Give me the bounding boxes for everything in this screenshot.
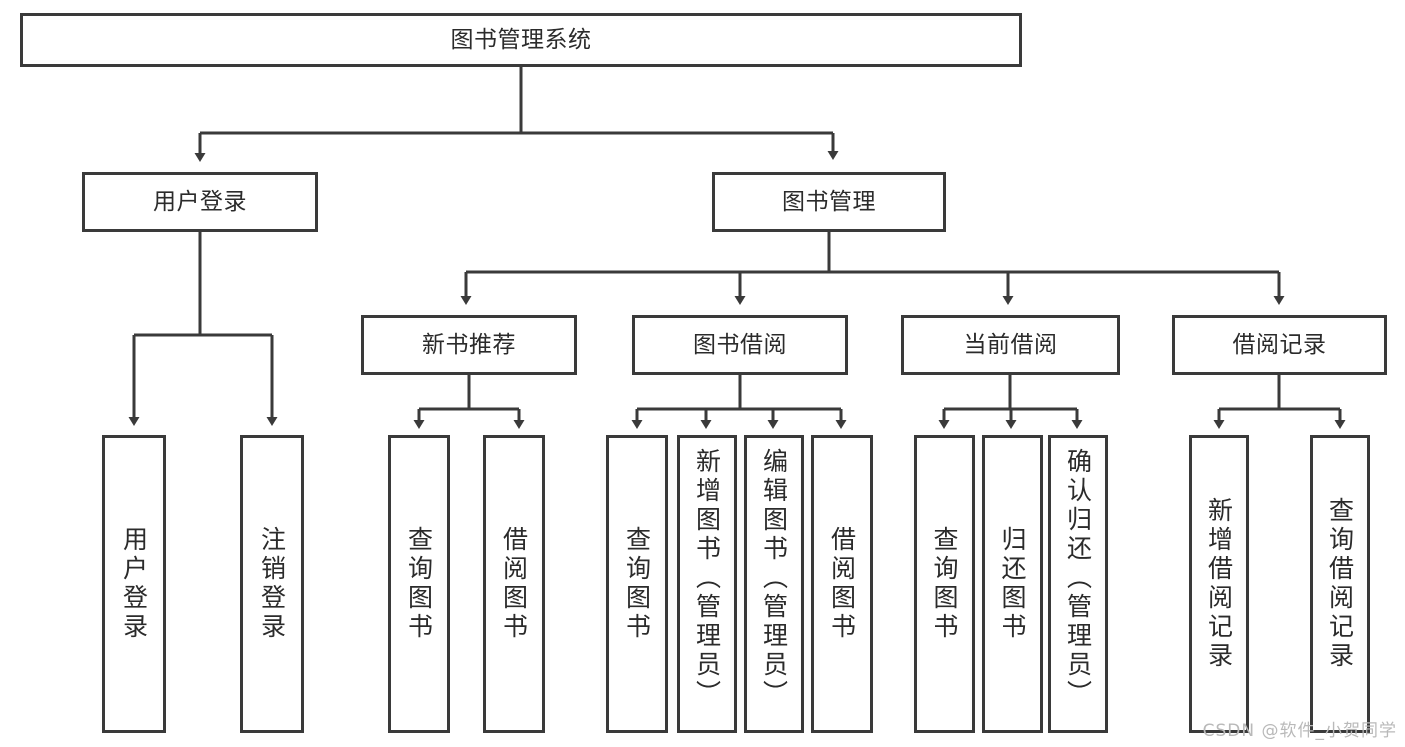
- leaf-confirm-return[interactable]: 确认归还（管理员）: [1048, 435, 1108, 733]
- leaf-user-login-label: 用户登录: [119, 526, 149, 642]
- watermark: CSDN @软件_小贺同学: [1202, 721, 1397, 741]
- leaf-query-book-2-label: 查询图书: [622, 526, 652, 642]
- leaf-return-book-label: 归还图书: [998, 526, 1027, 642]
- leaf-query-record[interactable]: 查询借阅记录: [1310, 435, 1370, 733]
- node-book-manage-label: 图书管理: [782, 188, 876, 215]
- leaf-logout[interactable]: 注销登录: [240, 435, 304, 733]
- leaf-edit-book-label: 编辑图书（管理员）: [759, 448, 789, 709]
- leaf-confirm-return-label: 确认归还（管理员）: [1063, 448, 1093, 709]
- node-root[interactable]: 图书管理系统: [20, 13, 1022, 67]
- leaf-borrow-book-2[interactable]: 借阅图书: [811, 435, 873, 733]
- leaf-return-book[interactable]: 归还图书: [982, 435, 1043, 733]
- leaf-add-book[interactable]: 新增图书（管理员）: [677, 435, 737, 733]
- node-current-borrow-label: 当前借阅: [963, 331, 1058, 358]
- leaf-query-record-label: 查询借阅记录: [1325, 497, 1355, 671]
- leaf-add-record[interactable]: 新增借阅记录: [1189, 435, 1249, 733]
- leaf-query-book-3-label: 查询图书: [930, 526, 959, 642]
- node-book-manage[interactable]: 图书管理: [712, 172, 946, 232]
- leaf-add-record-label: 新增借阅记录: [1204, 497, 1234, 671]
- leaf-query-book-1[interactable]: 查询图书: [388, 435, 450, 733]
- leaf-borrow-book-2-label: 借阅图书: [827, 526, 857, 642]
- leaf-borrow-book-1-label: 借阅图书: [499, 526, 529, 642]
- leaf-add-book-label: 新增图书（管理员）: [692, 448, 722, 709]
- node-book-borrow-label: 图书借阅: [693, 331, 787, 358]
- leaf-borrow-book-1[interactable]: 借阅图书: [483, 435, 545, 733]
- node-user-login[interactable]: 用户登录: [82, 172, 318, 232]
- node-root-label: 图书管理系统: [450, 26, 592, 53]
- node-current-borrow[interactable]: 当前借阅: [901, 315, 1120, 375]
- node-user-login-label: 用户登录: [153, 188, 247, 215]
- node-new-book-rec[interactable]: 新书推荐: [361, 315, 577, 375]
- leaf-query-book-1-label: 查询图书: [404, 526, 434, 642]
- leaf-edit-book[interactable]: 编辑图书（管理员）: [744, 435, 804, 733]
- node-book-borrow[interactable]: 图书借阅: [632, 315, 848, 375]
- node-borrow-record[interactable]: 借阅记录: [1172, 315, 1387, 375]
- leaf-query-book-2[interactable]: 查询图书: [606, 435, 668, 733]
- leaf-query-book-3[interactable]: 查询图书: [914, 435, 975, 733]
- leaf-user-login[interactable]: 用户登录: [102, 435, 166, 733]
- node-borrow-record-label: 借阅记录: [1232, 331, 1327, 358]
- node-new-book-rec-label: 新书推荐: [422, 331, 516, 358]
- leaf-logout-label: 注销登录: [257, 526, 287, 642]
